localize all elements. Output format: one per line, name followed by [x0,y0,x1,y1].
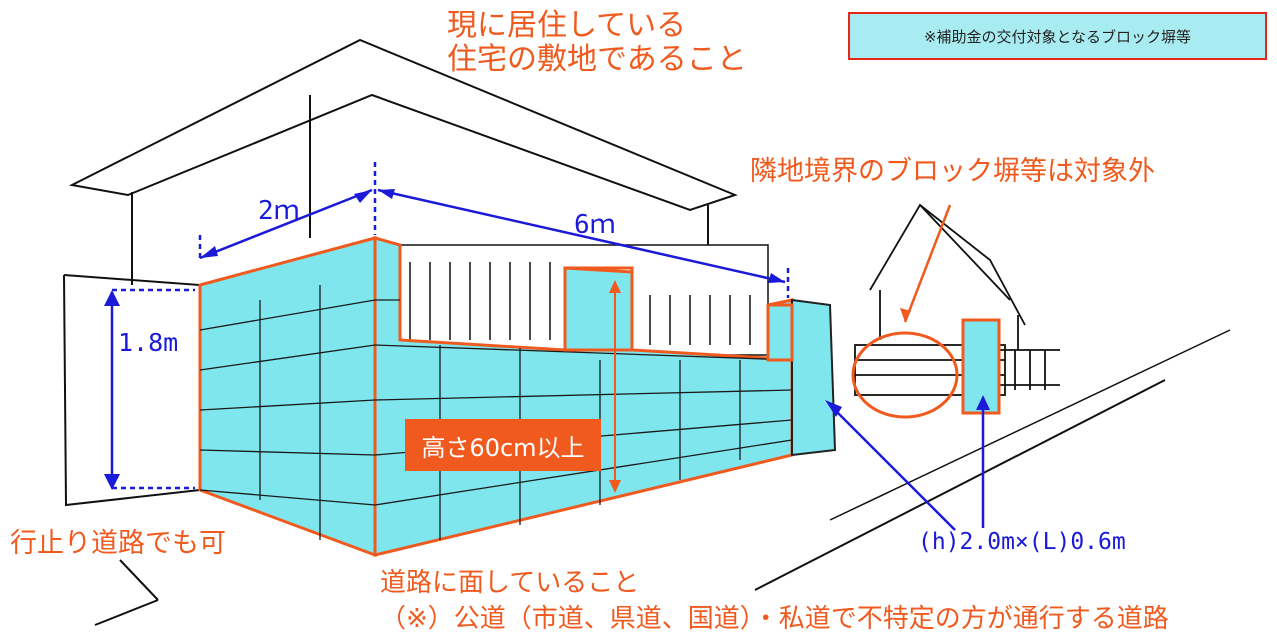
legend-note-text: ※補助金の交付対象となるブロック塀等 [923,27,1192,46]
residence-condition-line2: 住宅の敷地であること [447,42,747,77]
neighbor-boundary-label: 隣地境界のブロック塀等は対象外 [750,156,1155,187]
neighbor-pillar [961,318,1001,415]
height-requirement-text: 高さ60cm以上 [421,433,585,462]
block-wall-side [198,236,377,558]
dimension-lines [104,162,990,531]
road-note-label: （※）公道（市道、県道、国道）・私道で不特定の方が通行する道路 [380,604,1169,634]
neighbor-pointer-arrow [903,204,952,323]
neighbor-wall-highlight [851,331,959,419]
residence-condition-line1: 現に居住している [447,8,687,43]
pillar-size-label: (h)2.0m×(L)0.6m [918,529,1126,555]
gate-height-label: 1.8m [118,328,179,357]
legend-note: ※補助金の交付対象となるブロック塀等 [848,12,1267,60]
height-indicator [609,280,621,493]
height-requirement-box: 高さ60cm以上 [405,419,601,471]
pillar [791,298,837,457]
dead-end-label: 行止り道路でも可 [10,528,226,559]
side-width-label: 2ｍ [258,196,300,226]
front-width-label: 6ｍ [574,210,616,240]
facing-road-label: 道路に面していること [380,568,640,598]
